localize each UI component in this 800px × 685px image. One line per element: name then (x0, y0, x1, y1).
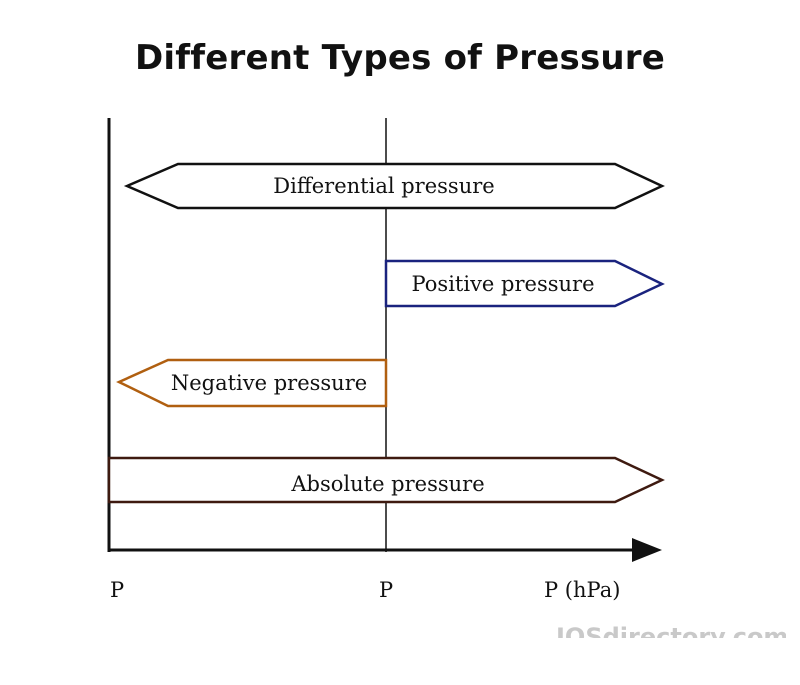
positive-pressure-shape: Positive pressure (384, 259, 665, 308)
absolute-pressure-label: Absolute pressure (290, 472, 484, 496)
axis-label-right: P (hPa) (544, 578, 620, 602)
differential-pressure-shape: Differential pressure (123, 162, 665, 210)
absolute-pressure-shape: Absolute pressure (107, 456, 665, 504)
axis-label-mid: P (379, 578, 393, 602)
watermark-logo: IQSdirectory.com (556, 623, 786, 638)
axis-label-left: P (110, 578, 124, 602)
x-axis-arrowhead (632, 538, 662, 562)
diagram-title: Different Types of Pressure (134, 38, 666, 78)
negative-pressure-label: Negative pressure (171, 371, 367, 395)
differential-pressure-label: Differential pressure (273, 174, 494, 198)
negative-pressure-shape: Negative pressure (116, 358, 388, 408)
positive-pressure-label: Positive pressure (412, 272, 595, 296)
